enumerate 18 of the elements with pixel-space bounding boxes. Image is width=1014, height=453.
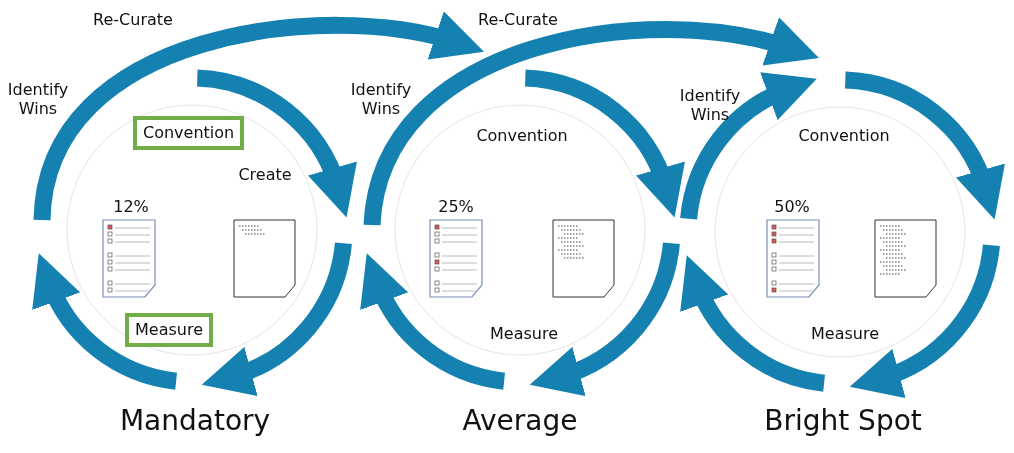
stage-title: Average: [461, 405, 579, 437]
highlight-box: Measure: [125, 313, 213, 347]
percent-label: 12%: [112, 197, 150, 216]
step-label: Create: [237, 165, 293, 184]
step-label: Convention: [475, 126, 569, 145]
step-label: Re-Curate: [477, 10, 559, 29]
highlight-box: Convention: [133, 116, 245, 150]
step-label: Identify Wins: [6, 80, 70, 118]
percent-label: 25%: [437, 197, 475, 216]
step-label: Identify Wins: [678, 86, 742, 124]
step-label: Measure: [489, 324, 559, 343]
step-label: Convention: [797, 126, 891, 145]
step-label: Measure: [810, 324, 880, 343]
percent-label: 50%: [773, 197, 811, 216]
step-label: Re-Curate: [92, 10, 174, 29]
stage-title: Bright Spot: [763, 405, 923, 437]
step-label: Identify Wins: [349, 80, 413, 118]
stage-title: Mandatory: [118, 405, 272, 437]
